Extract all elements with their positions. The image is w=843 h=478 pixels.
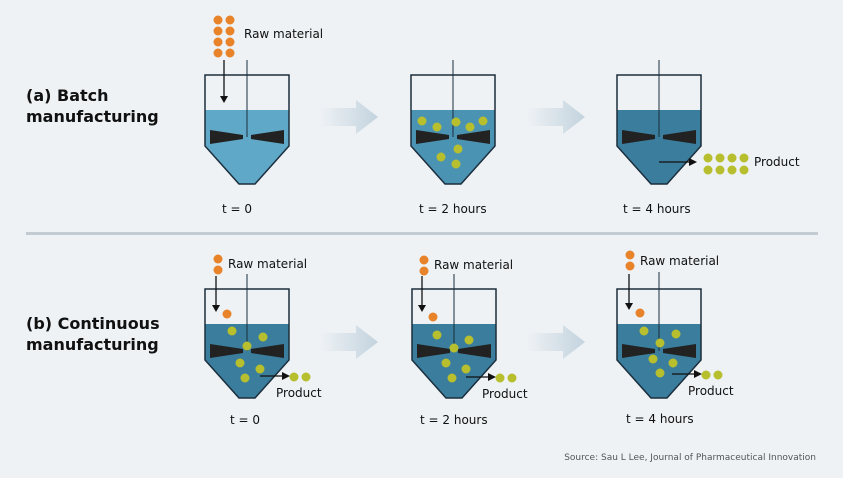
product-stack-batch [703, 153, 749, 175]
batch-tank-t2 [410, 60, 496, 185]
continuous-tank-t4 [616, 272, 702, 399]
liquid [412, 324, 496, 398]
raw-particle [222, 309, 232, 319]
tank-outline [616, 74, 702, 185]
continuous-title-line2: manufacturing [26, 335, 159, 354]
batch-time-t4: t = 4 hours [623, 202, 691, 216]
product-particle [301, 372, 311, 382]
product-particles [417, 116, 488, 169]
flow-arrow-continuous-2 [527, 325, 585, 359]
tank-outline [204, 74, 290, 185]
product-label-continuous-t0: Product [276, 386, 322, 400]
product-particle [507, 373, 517, 383]
output-arrowhead [282, 372, 290, 380]
raw-particle [428, 312, 438, 322]
raw-material-label-continuous-t4: Raw material [640, 254, 719, 268]
feed-arrowhead [212, 305, 220, 312]
raw-material-label-continuous-t0: Raw material [228, 257, 307, 271]
section-divider [26, 232, 818, 235]
continuous-tank-t0 [204, 274, 290, 399]
raw-particle-feed [213, 265, 223, 275]
continuous-tank-t2 [411, 274, 497, 399]
product-label-continuous-t2: Product [482, 387, 528, 401]
raw-material-stack-batch [213, 15, 235, 58]
raw-particle-feed [419, 266, 429, 276]
tank-outline [411, 288, 497, 399]
raw-particle-feed [419, 255, 429, 265]
product-particle [701, 370, 711, 380]
tank-outline [204, 288, 290, 399]
batch-title-line1: (a) Batch [26, 86, 109, 105]
product-particle [495, 373, 505, 383]
continuous-time-t0: t = 0 [230, 413, 260, 427]
product-label-batch: Product [754, 155, 800, 169]
continuous-time-t4: t = 4 hours [626, 412, 694, 426]
output-arrowhead [694, 370, 702, 378]
feed-arrowhead [418, 305, 426, 312]
raw-particle-feed [625, 250, 635, 260]
batch-tank-t0 [204, 60, 290, 185]
product-particles [227, 326, 268, 383]
product-particle [289, 372, 299, 382]
raw-material-label-batch: Raw material [244, 27, 323, 41]
continuous-title-line1: (b) Continuous [26, 314, 160, 333]
continuous-time-t2: t = 2 hours [420, 413, 488, 427]
liquid [617, 324, 701, 398]
raw-particle [635, 308, 645, 318]
source-caption: Source: Sau L Lee, Journal of Pharmaceut… [564, 453, 816, 463]
batch-tank-t4 [616, 60, 702, 185]
product-particles [432, 330, 474, 383]
batch-title-line2: manufacturing [26, 107, 159, 126]
product-label-continuous-t4: Product [688, 384, 734, 398]
flow-arrow-batch-1 [320, 100, 378, 134]
batch-time-t2: t = 2 hours [419, 202, 487, 216]
batch-time-t0: t = 0 [222, 202, 252, 216]
raw-particle-feed [213, 254, 223, 264]
liquid [617, 110, 701, 184]
flow-arrow-batch-2 [527, 100, 585, 134]
flow-arrow-continuous-1 [320, 325, 378, 359]
tank-outline [410, 74, 496, 185]
raw-material-label-continuous-t2: Raw material [434, 258, 513, 272]
product-particles [639, 326, 681, 378]
liquid [205, 324, 289, 398]
output-arrowhead [488, 373, 496, 381]
output-arrowhead [689, 158, 697, 166]
feed-arrowhead [625, 303, 633, 310]
tank-outline [616, 288, 702, 399]
product-particle [713, 370, 723, 380]
raw-particle-feed [625, 261, 635, 271]
liquid [205, 110, 289, 184]
feed-arrowhead [220, 96, 228, 103]
